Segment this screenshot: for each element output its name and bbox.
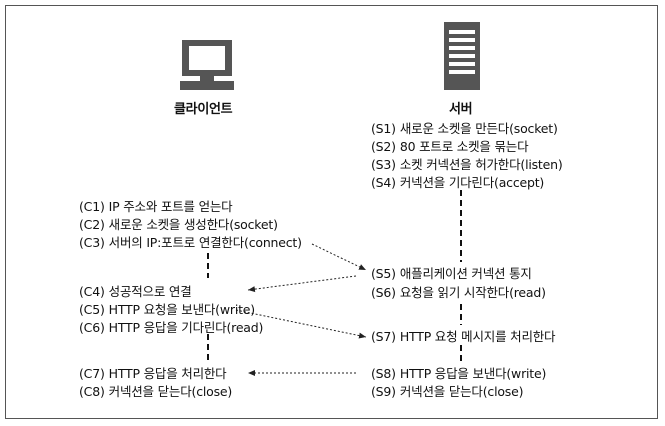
server-step: (S5)애플리케이션 커넥션 통지 (371, 266, 532, 281)
client-label: 클라이언트 (174, 102, 233, 117)
connection-ack-arrow (247, 275, 357, 293)
computer-monitor-icon (180, 40, 234, 90)
server-tower-icon (444, 22, 480, 90)
client-step: (C8)커넥션을 닫는다(close) (79, 384, 233, 399)
client-step: (C3)서버의 IP:포트로 연결한다(connect) (79, 235, 302, 250)
client-step: (C5)HTTP 요청을 보낸다(write) (79, 302, 255, 317)
server-step: (S1)새로운 소켓을 만든다(socket) (371, 121, 558, 136)
server-step: (S6)요청을 읽기 시작한다(read) (371, 285, 546, 300)
server-step: (S7)HTTP 요청 메시지를 처리한다 (371, 329, 556, 344)
server-step: (S9)커넥션을 닫는다(close) (371, 384, 524, 399)
client-step: (C4)성공적으로 연결 (79, 284, 192, 299)
server-step: (S2)80 포트로 소켓을 묶는다 (371, 139, 529, 154)
client-step: (C2)새로운 소켓을 생성한다(socket) (79, 217, 278, 232)
server-step: (S8)HTTP 응답을 보낸다(write) (371, 366, 547, 381)
client-step: (C1)IP 주소와 포트를 얻는다 (79, 199, 233, 214)
client-step: (C6)HTTP 응답을 기다린다(read) (79, 320, 264, 335)
client-step: (C7)HTTP 응답을 처리한다 (79, 366, 227, 381)
server-step: (S3)소켓 커넥션을 허가한다(listen) (371, 157, 563, 172)
diagram-frame (5, 5, 658, 419)
connect-arrow (311, 243, 367, 271)
server-label: 서버 (449, 102, 473, 117)
server-step: (S4)커넥션을 기다린다(accept) (371, 175, 545, 190)
